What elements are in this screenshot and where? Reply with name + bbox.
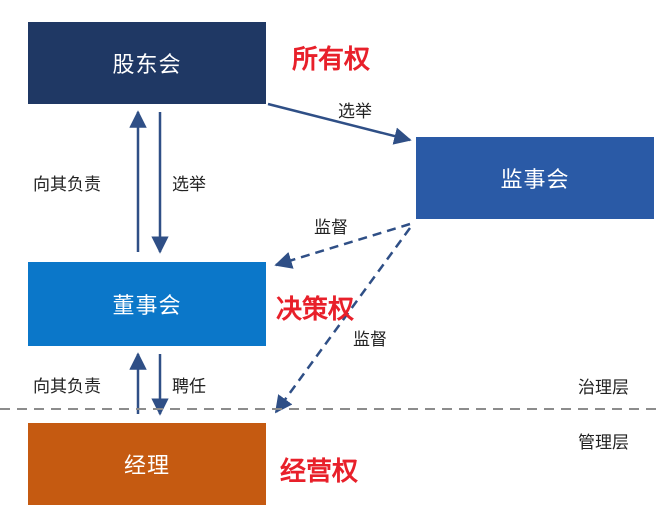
ownership-power-label: 所有权 (292, 45, 371, 75)
directors-box: 董事会 (28, 262, 266, 346)
manager-box: 经理 (28, 423, 266, 505)
edge-label-appoint-manager: 聘任 (172, 377, 206, 397)
shareholders-label: 股东会 (112, 53, 182, 78)
supervisors-box: 监事会 (416, 137, 654, 219)
operation-power-label: 经营权 (280, 457, 359, 487)
manager-label: 经理 (123, 454, 170, 479)
supervisors-label: 监事会 (500, 168, 570, 193)
arrow-supervise-manager (274, 227, 412, 414)
arrow-elect-supervisors (267, 102, 412, 145)
edge-label-elect-directors: 选举 (172, 175, 206, 195)
edge-label-responsible-to-directors: 向其负责 (33, 377, 101, 397)
decision-power-label: 决策权 (276, 295, 355, 325)
management-layer-label: 管理层 (578, 433, 629, 453)
edge-label-elect-supervisors: 选举 (338, 102, 372, 122)
edge-label-supervise-directors: 监督 (314, 218, 348, 238)
arrow-supervise-directors (274, 222, 411, 269)
shareholders-box: 股东会 (28, 22, 266, 104)
edge-label-supervise-manager: 监督 (353, 330, 387, 350)
governance-layer-label: 治理层 (578, 378, 629, 398)
edge-label-responsible-to-shareholders: 向其负责 (33, 175, 101, 195)
directors-label: 董事会 (112, 294, 182, 319)
